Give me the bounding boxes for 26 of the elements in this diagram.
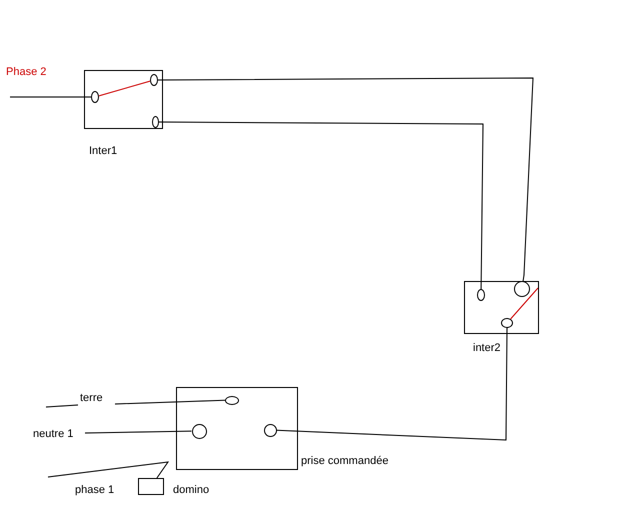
device-label: inter2 [473, 342, 501, 354]
wire [84, 430, 192, 434]
switch-lever [98, 80, 151, 96]
terminal [477, 289, 485, 301]
wire [10, 96, 92, 98]
wire-label: terre [80, 392, 103, 404]
terminal [225, 396, 239, 404]
device-label: Inter1 [89, 145, 118, 157]
device-label: prise commandée [301, 455, 388, 467]
device-label: domino [173, 484, 210, 496]
switch-lever [510, 288, 538, 320]
phase-label: Phase 2 [6, 66, 46, 78]
terminal [192, 424, 206, 438]
terminal [152, 116, 158, 128]
wire-label: phase 1 [75, 484, 114, 496]
terminal [501, 318, 513, 328]
terminal [91, 91, 99, 103]
wire [158, 78, 534, 282]
wire-label: neutre 1 [33, 428, 74, 440]
terminal [264, 424, 276, 436]
terminal [514, 281, 530, 297]
wire [158, 122, 484, 290]
wire [48, 461, 170, 478]
wire [276, 328, 508, 441]
terminal [150, 74, 158, 86]
wire [46, 400, 226, 408]
